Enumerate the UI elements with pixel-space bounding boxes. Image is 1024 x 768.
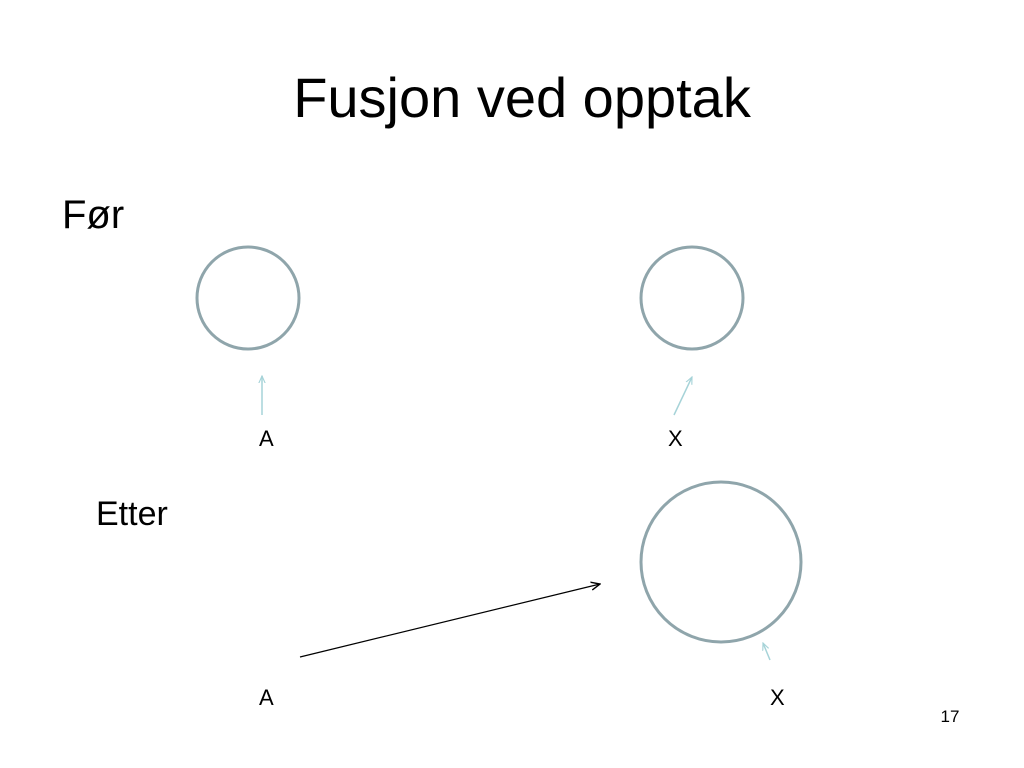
before-company-x-pointer-arrow: [673, 377, 693, 416]
after-company-x-circle: [639, 480, 803, 644]
after-section-label: Etter: [96, 495, 168, 533]
before-section-label: Før: [62, 193, 125, 237]
after-company-a-label: A: [259, 685, 274, 710]
after-company-x-pointer-arrow: [763, 643, 771, 661]
before-company-a-label: A: [259, 426, 274, 451]
merger-arrow: [299, 584, 600, 658]
before-company-x-label: X: [668, 426, 683, 451]
before-company-x-circle: [639, 245, 745, 351]
after-company-x-label: X: [770, 685, 785, 710]
page-number: 17: [940, 707, 960, 726]
slide-title: Fusjon ved opptak: [293, 66, 751, 129]
before-company-a-circle: [195, 245, 301, 351]
